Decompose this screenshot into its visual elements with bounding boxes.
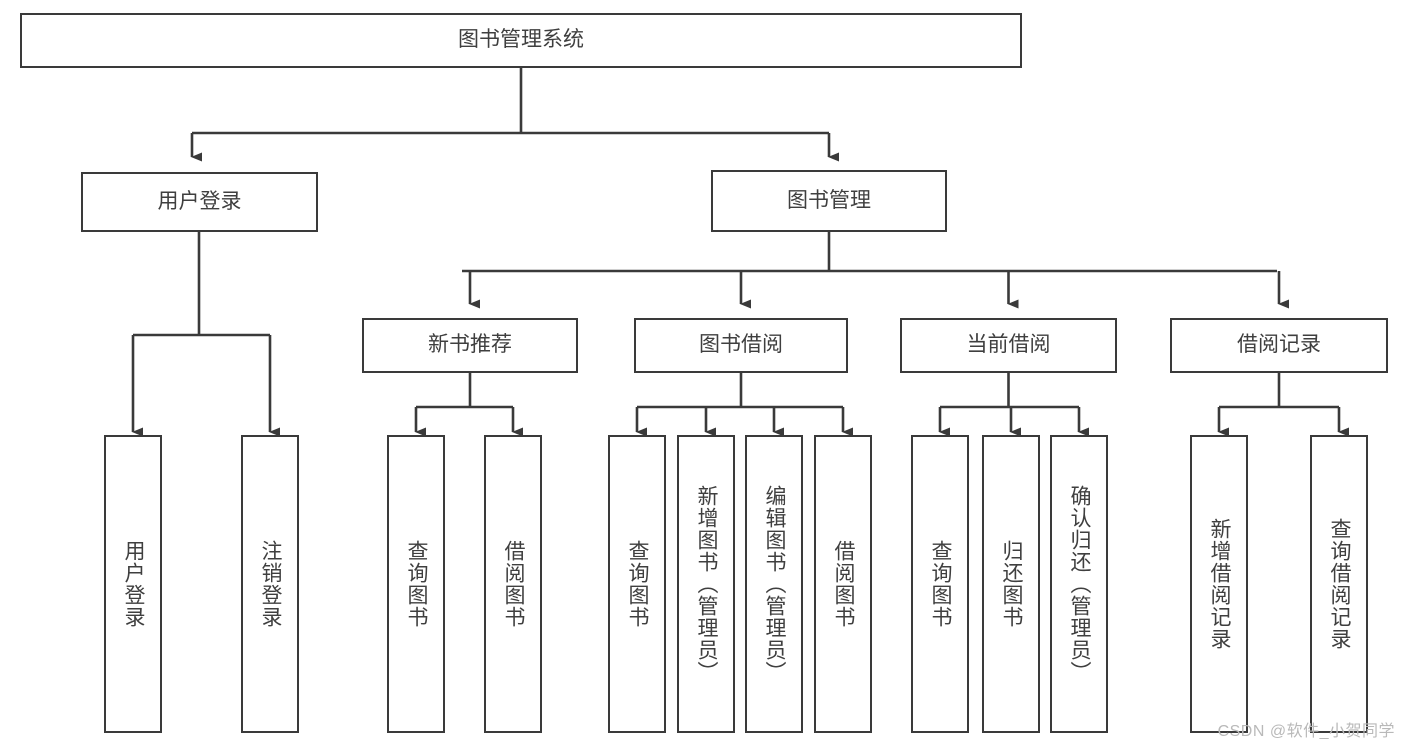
node-leaf-add-book-label: 新增图书（管理员） <box>695 485 719 683</box>
node-borrow-record-label: 借阅记录 <box>1237 333 1321 357</box>
node-leaf-borrow-book-1[interactable]: 借阅图书 <box>484 435 542 733</box>
node-leaf-query-book-2[interactable]: 查询图书 <box>608 435 666 733</box>
node-leaf-query-record-label: 查询借阅记录 <box>1328 518 1352 650</box>
node-leaf-edit-book-label: 编辑图书（管理员） <box>763 485 787 683</box>
node-root-system[interactable]: 图书管理系统 <box>20 13 1022 68</box>
node-leaf-borrow-book-1-label: 借阅图书 <box>502 540 526 628</box>
node-leaf-query-book-3[interactable]: 查询图书 <box>911 435 969 733</box>
node-new-book-recommend-label: 新书推荐 <box>428 333 512 357</box>
node-leaf-query-book-1-label: 查询图书 <box>405 540 429 628</box>
node-leaf-add-record-label: 新增借阅记录 <box>1208 518 1232 650</box>
node-book-manage[interactable]: 图书管理 <box>711 170 947 232</box>
node-user-login[interactable]: 用户登录 <box>81 172 318 232</box>
node-leaf-query-book-3-label: 查询图书 <box>929 540 953 628</box>
node-current-borrow[interactable]: 当前借阅 <box>900 318 1117 373</box>
node-leaf-add-book[interactable]: 新增图书（管理员） <box>677 435 735 733</box>
node-leaf-add-record[interactable]: 新增借阅记录 <box>1190 435 1248 733</box>
node-leaf-edit-book[interactable]: 编辑图书（管理员） <box>745 435 803 733</box>
node-book-manage-label: 图书管理 <box>787 188 871 212</box>
node-leaf-return-book-label: 归还图书 <box>1000 540 1024 628</box>
node-leaf-borrow-book-2-label: 借阅图书 <box>832 540 856 628</box>
node-book-borrow[interactable]: 图书借阅 <box>634 318 848 373</box>
watermark-label: CSDN @软件_小贺同学 <box>1217 723 1395 740</box>
node-leaf-borrow-book-2[interactable]: 借阅图书 <box>814 435 872 733</box>
node-borrow-record[interactable]: 借阅记录 <box>1170 318 1388 373</box>
node-book-borrow-label: 图书借阅 <box>699 333 783 357</box>
node-current-borrow-label: 当前借阅 <box>966 333 1051 357</box>
node-leaf-user-login[interactable]: 用户登录 <box>104 435 162 733</box>
node-leaf-query-book-2-label: 查询图书 <box>626 540 650 628</box>
node-new-book-recommend[interactable]: 新书推荐 <box>362 318 578 373</box>
node-root-system-label: 图书管理系统 <box>458 28 584 52</box>
node-leaf-confirm-return-label: 确认归还（管理员） <box>1068 485 1092 683</box>
node-user-login-label: 用户登录 <box>157 189 242 213</box>
node-leaf-confirm-return[interactable]: 确认归还（管理员） <box>1050 435 1108 733</box>
node-leaf-logout[interactable]: 注销登录 <box>241 435 299 733</box>
node-leaf-return-book[interactable]: 归还图书 <box>982 435 1040 733</box>
node-leaf-query-book-1[interactable]: 查询图书 <box>387 435 445 733</box>
node-leaf-logout-label: 注销登录 <box>259 540 283 628</box>
node-leaf-query-record[interactable]: 查询借阅记录 <box>1310 435 1368 733</box>
node-leaf-user-login-label: 用户登录 <box>122 540 146 628</box>
